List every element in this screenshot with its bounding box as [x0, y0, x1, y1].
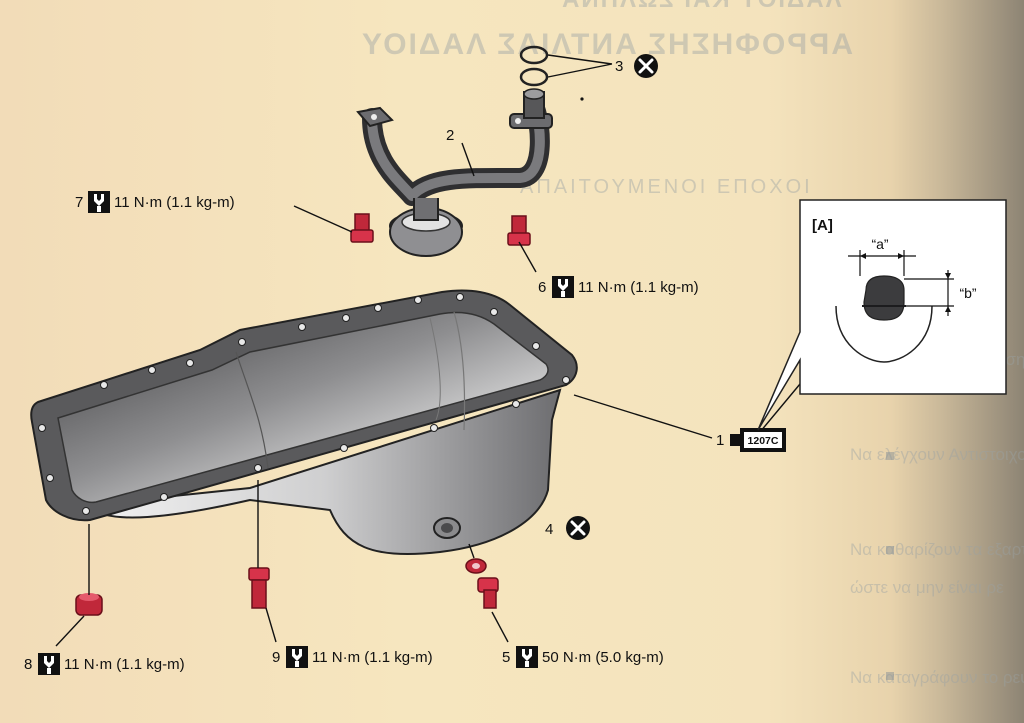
callout-9-number: 9	[272, 649, 280, 666]
callout-5-torque: 50 N·m (5.0 kg-m)	[542, 649, 664, 666]
bleed-through-text: ώστε να μην είναι ρε	[850, 578, 1004, 597]
oil-strainer	[356, 88, 553, 257]
oil-pan-bolt	[248, 567, 270, 609]
callout-3-number: 3	[615, 58, 623, 75]
torque-wrench-icon	[38, 653, 60, 675]
callout-9-torque: 11 N·m (1.1 kg-m)	[312, 649, 433, 666]
bleed-through-text: Να καθαρίζουν τα εξαρτήματα	[850, 540, 1024, 559]
callout-1-number: 1	[716, 432, 724, 449]
oil-pan-nut	[75, 593, 103, 616]
torque-wrench-icon	[552, 276, 574, 298]
callout-6-number: 6	[538, 279, 546, 296]
callout-5-number: 5	[502, 649, 510, 666]
speck	[580, 97, 584, 101]
detail-title: [A]	[812, 217, 833, 234]
drain-plug	[477, 577, 499, 609]
leader-lines	[55, 54, 801, 647]
callout-8-number: 8	[24, 656, 32, 673]
torque-wrench-icon	[88, 191, 110, 213]
o-ring	[519, 45, 549, 87]
callout-6-torque: 11 N·m (1.1 kg-m)	[578, 279, 699, 296]
flange-bolt-holes	[38, 293, 570, 515]
dimension-b-label: “b”	[959, 285, 976, 301]
no-reuse-icon	[564, 514, 592, 542]
bleed-through-bullet	[886, 546, 894, 554]
bleed-through-bullet	[886, 452, 894, 460]
torque-wrench-icon	[286, 646, 308, 668]
bleed-through-bullet	[886, 672, 894, 680]
torque-wrench-icon	[516, 646, 538, 668]
sealant-tube-icon: 1207C	[730, 428, 786, 452]
callout-4-number: 4	[545, 521, 553, 538]
callout-7-torque: 11 N·m (1.1 kg-m)	[114, 194, 235, 211]
strainer-bolt	[350, 213, 531, 246]
dimension-a-label: “a”	[871, 236, 888, 252]
no-reuse-icon	[632, 52, 660, 80]
sealant-code: 1207C	[748, 435, 779, 447]
detail-inset-a: [A] “a” “b”	[757, 199, 1007, 431]
oil-pan	[30, 289, 578, 556]
callout-7-number: 7	[75, 194, 83, 211]
callout-8-torque: 11 N·m (1.1 kg-m)	[64, 656, 185, 673]
bleed-through-text: ΑΠΑΙΤΟΥΜΕΝΟΙ ΕΠΟΧΟΙ	[520, 176, 813, 198]
callout-2-number: 2	[446, 127, 454, 144]
